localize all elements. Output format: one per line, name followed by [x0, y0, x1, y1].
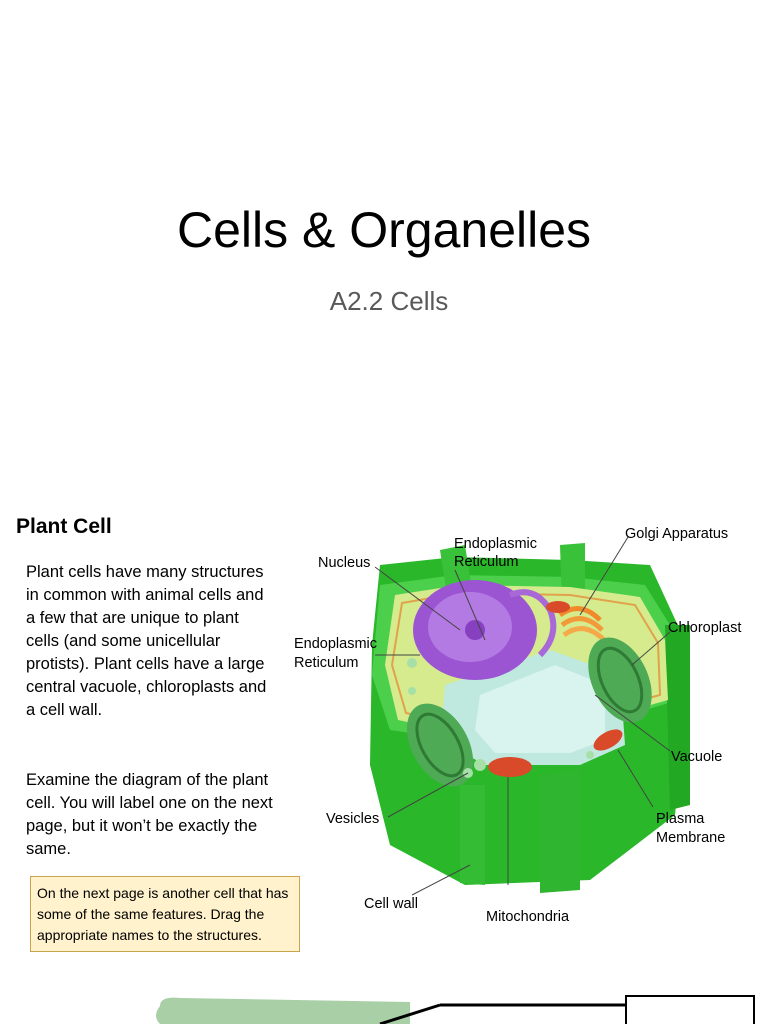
label-er-top-1: Endoplasmic [454, 536, 538, 552]
nucleus-shape [413, 580, 537, 680]
label-vacuole: Vacuole [671, 749, 723, 765]
label-vesicles: Vesicles [326, 811, 380, 827]
label-nucleus: Nucleus [318, 555, 371, 571]
label-plasma-2: Membrane [656, 830, 726, 846]
label-plasma-1: Plasma [656, 811, 705, 827]
plant-cell-illustration [370, 536, 690, 896]
label-chloroplast: Chloroplast [668, 620, 742, 636]
label-er-left-2: Reticulum [294, 655, 359, 671]
mitochondria-shape [488, 601, 623, 777]
label-er-left-1: Endoplasmic [294, 636, 378, 652]
label-golgi: Golgi Apparatus [625, 526, 729, 542]
golgi-shape [558, 606, 606, 642]
next-page-preview [156, 995, 755, 1024]
label-mitochondria: Mitochondria [486, 909, 570, 925]
label-er-top-2: Reticulum [454, 554, 519, 570]
label-cell-wall: Cell wall [364, 896, 418, 912]
note-box: On the next page is another cell that ha… [30, 876, 300, 952]
intro-paragraph: Plant cells have many structures in comm… [26, 563, 267, 719]
section-heading: Plant Cell [16, 515, 112, 538]
plant-cell-diagram: Nucleus Endoplasmic Reticulum Golgi Appa… [280, 515, 768, 930]
instructions-paragraph: Examine the diagram of the plant cell. Y… [26, 771, 273, 858]
leader-lines [374, 536, 671, 896]
page-title: Cells & Organelles [176, 202, 592, 258]
page-subtitle: A2.2 Cells [329, 286, 449, 316]
